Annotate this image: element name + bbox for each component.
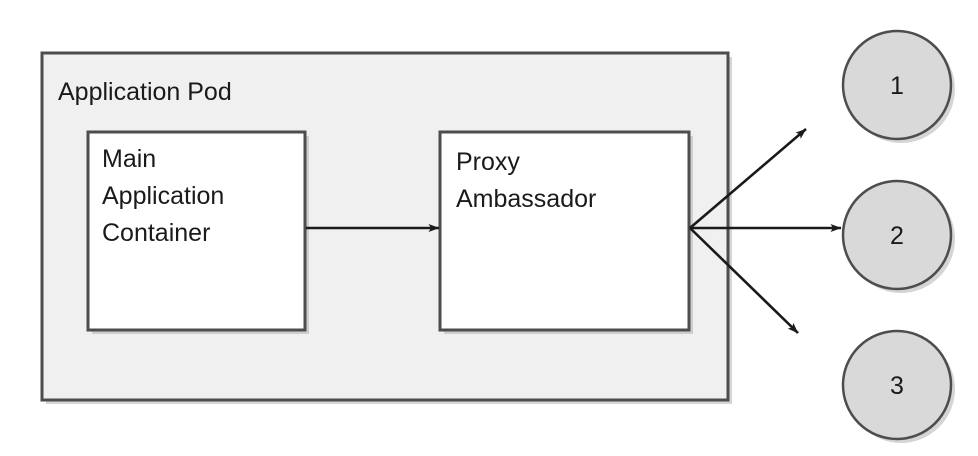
service-1-group[interactable]: 1: [841, 29, 955, 143]
main-application-container-label-line2: Application: [102, 182, 224, 210]
main-application-container-label-line3: Container: [102, 219, 210, 247]
service-3-circle[interactable]: [841, 329, 953, 441]
edge-proxy-to-service-3[interactable]: [689, 227, 799, 334]
proxy-ambassador-label-line1: Proxy: [456, 148, 520, 176]
proxy-ambassador-box[interactable]: [438, 130, 691, 332]
service-3-group[interactable]: 3: [841, 329, 955, 443]
service-2-group[interactable]: 2: [841, 179, 955, 293]
main-application-container-box[interactable]: [86, 130, 307, 332]
service-1-label: 1: [890, 72, 904, 100]
proxy-ambassador-group[interactable]: Proxy Ambassador: [438, 130, 693, 334]
service-2-label: 2: [890, 222, 904, 250]
main-application-container-group[interactable]: Main Application Container: [86, 130, 309, 334]
edge-proxy-to-service-1[interactable]: [689, 128, 807, 229]
proxy-ambassador-label-line2: Ambassador: [456, 185, 596, 213]
service-1-circle[interactable]: [841, 29, 953, 141]
application-pod-label: Application Pod: [58, 78, 232, 106]
service-2-circle[interactable]: [841, 179, 953, 291]
service-3-label: 3: [890, 372, 904, 400]
main-application-container-label-line1: Main: [102, 145, 156, 173]
